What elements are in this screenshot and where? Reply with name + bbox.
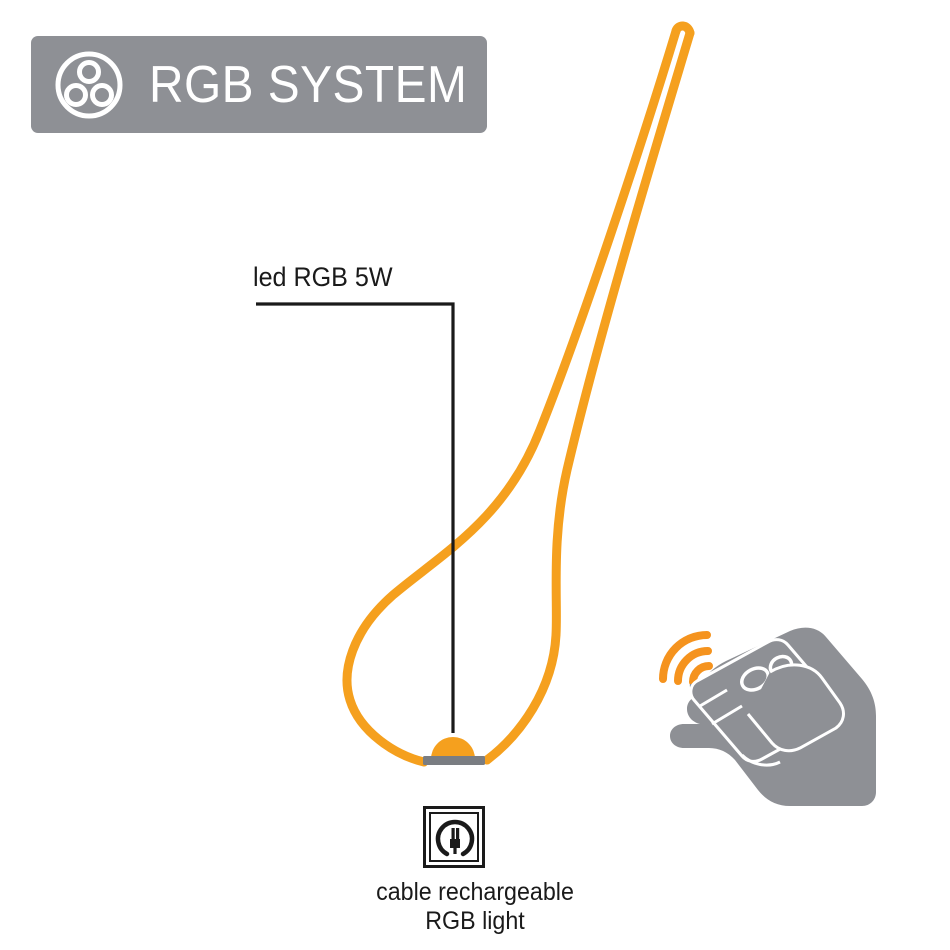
rgb-system-badge: RGB SYSTEM xyxy=(31,36,487,133)
cable-left-strand xyxy=(342,26,681,767)
plug-body xyxy=(450,839,460,848)
fingers-over-remote xyxy=(746,663,845,753)
finger-crease-1 xyxy=(711,704,743,726)
remote-button-1 xyxy=(740,666,770,692)
leader-polyline xyxy=(256,302,455,733)
cable-tip xyxy=(671,21,695,38)
recharge-icon-inner-border xyxy=(429,812,479,862)
plug-ring xyxy=(435,819,475,857)
plug-prong-left xyxy=(451,828,455,839)
rgb-three-circles-icon xyxy=(55,51,123,118)
rgb-system-badge-label: RGB SYSTEM xyxy=(149,55,468,114)
finger-crease-2 xyxy=(699,688,728,708)
recharge-caption: cable rechargeable RGB light xyxy=(0,878,950,936)
led-dome xyxy=(431,737,475,759)
wireless-signal-arcs-icon xyxy=(659,631,713,686)
thumb-crease xyxy=(740,753,781,767)
plug-prong-right xyxy=(456,828,460,839)
led-base-bar xyxy=(423,756,485,765)
power-plug-icon xyxy=(423,806,485,868)
recharge-caption-line1: cable rechargeable xyxy=(376,878,574,906)
led-callout-label: led RGB 5W xyxy=(253,262,393,292)
cable-right-strand xyxy=(482,28,695,765)
plug-cord xyxy=(453,848,457,854)
recharge-icon-outer-border xyxy=(423,806,485,868)
recharge-caption-line2: RGB light xyxy=(425,907,525,935)
